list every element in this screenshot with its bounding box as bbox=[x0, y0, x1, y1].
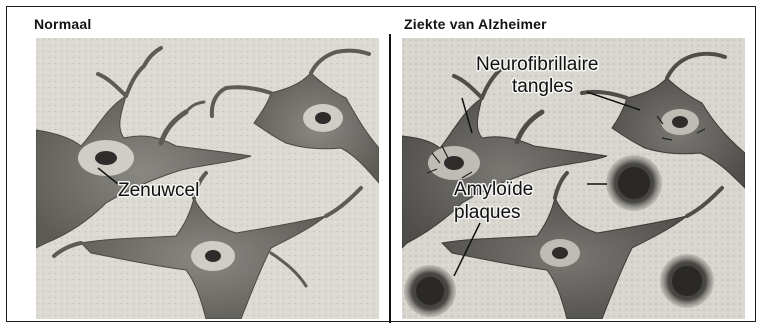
label-plaques-line1: Amyloïde bbox=[454, 179, 533, 200]
label-nerve-cell: Zenuwcel bbox=[118, 180, 199, 201]
figure-frame: Normaal bbox=[6, 6, 756, 322]
normal-neurons-illustration: Zenuwcel bbox=[36, 38, 379, 319]
alzheimer-neurons-illustration: Neurofibrillaire tangles Amyloïde plaque… bbox=[402, 38, 745, 319]
amyloid-plaque-bottom-left bbox=[404, 265, 456, 317]
panel-title-normal: Normaal bbox=[34, 16, 91, 32]
label-tangles-line2: tangles bbox=[512, 76, 573, 97]
panel-title-alzheimer: Ziekte van Alzheimer bbox=[404, 16, 547, 32]
label-plaques-line2: plaques bbox=[454, 202, 521, 223]
amyloid-plaque-bottom-right bbox=[660, 254, 714, 308]
label-tangles-line1: Neurofibrillaire bbox=[476, 54, 599, 75]
amyloid-plaque-center bbox=[606, 155, 662, 211]
panel-divider bbox=[389, 34, 391, 323]
